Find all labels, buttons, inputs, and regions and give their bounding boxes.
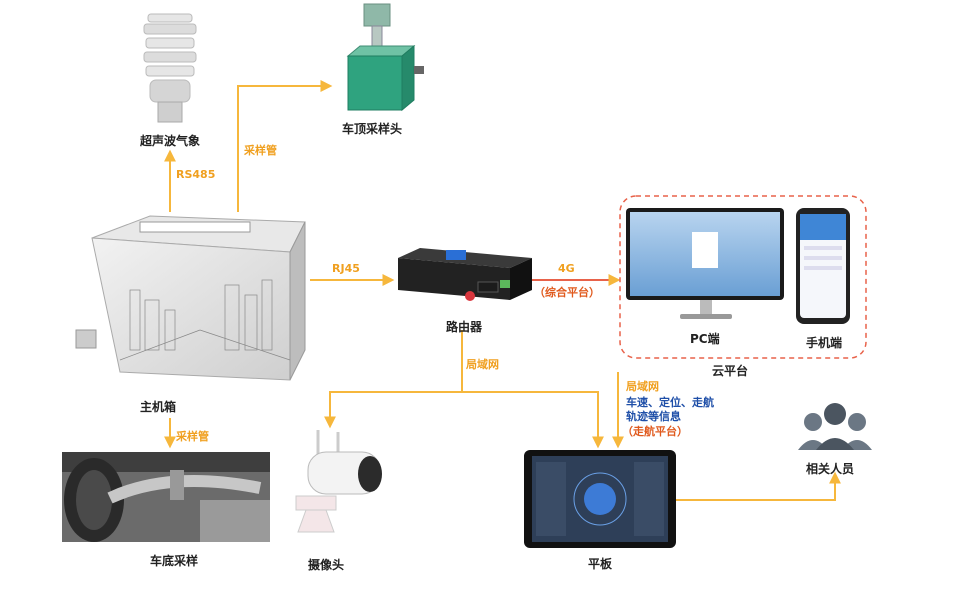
rs485-label: RS485: [176, 168, 216, 181]
personnel-icon: [798, 403, 872, 450]
tablet-image: [524, 450, 676, 548]
roof-pipe-arrow: [237, 80, 333, 212]
camera-image: [295, 430, 382, 533]
pc-monitor-image: [626, 208, 784, 319]
lan-tablet-label: 局域网: [626, 380, 659, 393]
pc-label: PC端: [690, 332, 720, 346]
underbody-photo: [62, 452, 270, 542]
roof-sampling-head-label: 车顶采样头: [342, 122, 403, 136]
4g-label: 4G: [558, 262, 575, 275]
tablet-label: 平板: [588, 557, 613, 571]
weather-station-image: [143, 13, 197, 123]
main-box-label: 主机箱: [140, 400, 177, 414]
track-info-line1: 车速、定位、走航: [626, 396, 714, 409]
rj45-label: RJ45: [332, 262, 360, 275]
personnel-label: 相关人员: [806, 462, 855, 476]
camera-label: 摄像头: [308, 558, 345, 572]
personnel-arrow: [675, 471, 841, 501]
top-pipe-label: 采样管: [244, 144, 277, 157]
mobile-label: 手机端: [806, 336, 843, 350]
bottom-pipe-label: 采样管: [176, 430, 209, 443]
cloud-platform-frame: [619, 195, 867, 359]
main-box-image: [75, 215, 306, 381]
mobile-image: [796, 208, 850, 324]
roof-sampling-head-image: [346, 3, 424, 112]
lan-tablet-arrow: [462, 391, 604, 449]
track-info-line2: 轨迹等信息: [626, 410, 681, 423]
walk-platform-label: （走航平台）: [622, 425, 688, 438]
weather-station-label: 超声波气象: [140, 134, 201, 148]
cloud-platform-label: 云平台: [712, 364, 749, 378]
router-image: [398, 248, 532, 301]
connectors: [164, 80, 841, 501]
integrated-platform-label: （综合平台）: [534, 286, 600, 299]
underbody-label: 车底采样: [150, 554, 199, 568]
router-label: 路由器: [446, 320, 483, 334]
lan-router-label: 局域网: [466, 358, 499, 371]
lan-camera-arrow: [324, 391, 462, 429]
